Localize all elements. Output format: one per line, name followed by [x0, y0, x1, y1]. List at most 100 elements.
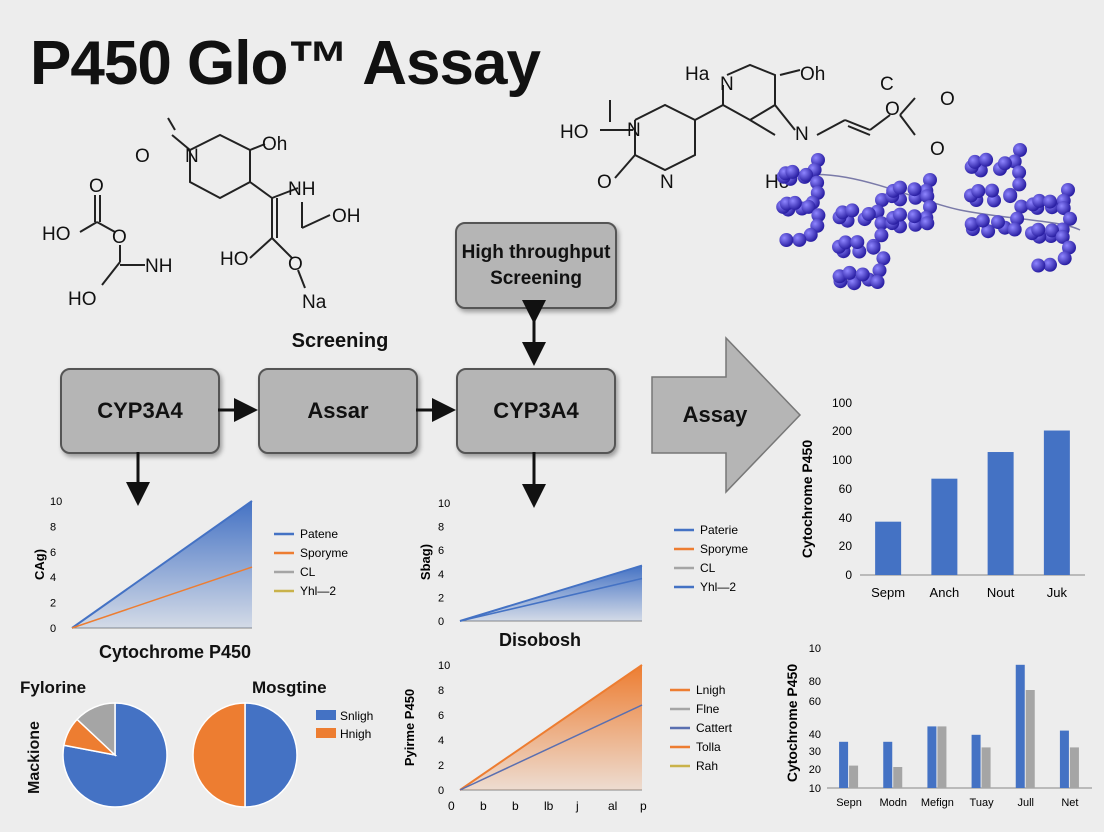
protein-bead: [792, 232, 807, 247]
svg-text:O: O: [940, 89, 955, 110]
svg-text:HO: HO: [560, 122, 589, 143]
protein-bead: [803, 227, 818, 242]
y-tick-label: 6: [50, 547, 56, 559]
protein-bead: [845, 203, 860, 218]
svg-text:O: O: [112, 227, 127, 248]
y-tick-label: 20: [809, 764, 821, 776]
x-tick-label: p: [640, 799, 647, 813]
series-line: [71, 500, 253, 629]
bar: [883, 741, 893, 788]
svg-text:Oh: Oh: [800, 64, 825, 85]
y-tick-label: 10: [809, 643, 821, 655]
legend-label: Paterie: [700, 523, 738, 537]
protein-bead: [967, 154, 982, 169]
bar: [849, 765, 859, 788]
protein-bead: [838, 235, 853, 250]
y-tick-label: 30: [809, 746, 821, 758]
protein-bead: [779, 233, 794, 247]
x-tick-label: Mefign: [921, 797, 954, 809]
bar: [1015, 664, 1025, 788]
protein-bead: [870, 275, 885, 289]
bar: [875, 521, 902, 575]
area-chart-2-title: Disobosh: [498, 630, 581, 650]
y-tick-label: 4: [438, 569, 444, 581]
assay-box[interactable]: Assar: [258, 368, 418, 454]
y-axis-label: Sbag): [420, 544, 433, 580]
x-tick-label: j: [575, 799, 579, 813]
svg-text:HO: HO: [42, 224, 71, 245]
svg-text:O: O: [288, 254, 303, 275]
y-tick-label: 200: [832, 424, 852, 438]
y-tick-label: 10: [809, 783, 821, 795]
x-tick-label: Modn: [879, 797, 907, 809]
protein-bead: [975, 213, 990, 228]
legend-label: CL: [700, 561, 716, 575]
y-tick-label: 8: [50, 521, 56, 533]
protein-bead: [907, 182, 922, 197]
svg-text:NH: NH: [288, 179, 315, 200]
y-axis-label: Cytochrome P450: [784, 664, 800, 782]
svg-text:Na: Na: [302, 292, 327, 313]
x-tick-label: Tuay: [970, 797, 995, 809]
pie-2-title: Mosgtine: [252, 678, 327, 697]
bar: [987, 452, 1014, 575]
x-tick-label: Net: [1061, 797, 1078, 809]
y-tick-label: 0: [845, 568, 852, 582]
y-tick-label: 40: [839, 511, 853, 525]
hts-box[interactable]: High throughput Screening: [455, 222, 617, 309]
series-line: [459, 577, 643, 622]
svg-text:O: O: [135, 146, 150, 167]
x-tick-label: al: [608, 799, 617, 813]
protein-bead: [1012, 165, 1027, 180]
svg-text:Ha: Ha: [685, 64, 710, 85]
legend-label: Cattert: [696, 721, 733, 735]
legend-label: Hnigh: [340, 727, 371, 741]
pie-1-title: Fylorine: [20, 678, 87, 697]
page-title: P450 Glo™ Assay: [30, 29, 541, 98]
big-arrow-label[interactable]: Assay: [682, 402, 748, 427]
legend-label: Sporyme: [300, 546, 348, 560]
cyp3a4-box-1[interactable]: CYP3A4: [60, 368, 220, 454]
bar: [1059, 730, 1069, 788]
legend-label: Tolla: [696, 740, 721, 754]
protein-bead: [874, 228, 889, 243]
protein-bead: [1057, 251, 1072, 266]
bar: [1043, 430, 1070, 575]
x-tick-label: Juk: [1047, 585, 1068, 600]
protein-bead: [964, 217, 979, 232]
y-axis-label: Pyirme P450: [402, 689, 417, 766]
legend-label: CL: [300, 565, 316, 579]
y-tick-label: 10: [438, 498, 450, 510]
protein-bead: [1055, 229, 1070, 244]
svg-text:O: O: [930, 139, 945, 160]
y-tick-label: 0: [438, 616, 444, 628]
protein-bead: [842, 265, 857, 280]
protein-bead: [1063, 211, 1077, 226]
svg-text:C: C: [880, 74, 894, 95]
legend-label: Yhl—2: [300, 584, 336, 598]
svg-text:O: O: [597, 172, 612, 193]
svg-text:HO: HO: [68, 289, 97, 310]
protein-bead: [1062, 240, 1076, 255]
protein-bead: [979, 152, 994, 167]
protein-bead: [893, 180, 907, 195]
protein-bead: [997, 156, 1012, 171]
svg-text:N: N: [660, 172, 674, 193]
protein-bead: [920, 189, 935, 204]
y-tick-label: 80: [809, 676, 821, 688]
x-tick-label: lb: [544, 799, 554, 813]
x-tick-label: Jull: [1017, 797, 1034, 809]
protein-bead: [1012, 177, 1027, 192]
bar: [981, 747, 991, 788]
cyp3a4-box-2[interactable]: CYP3A4: [456, 368, 616, 454]
protein-bead: [1010, 211, 1025, 226]
protein-bead: [893, 207, 907, 222]
protein-bead: [811, 208, 826, 223]
protein-bead: [1043, 257, 1057, 272]
protein-bead: [981, 224, 996, 239]
protein-bead: [971, 184, 986, 198]
